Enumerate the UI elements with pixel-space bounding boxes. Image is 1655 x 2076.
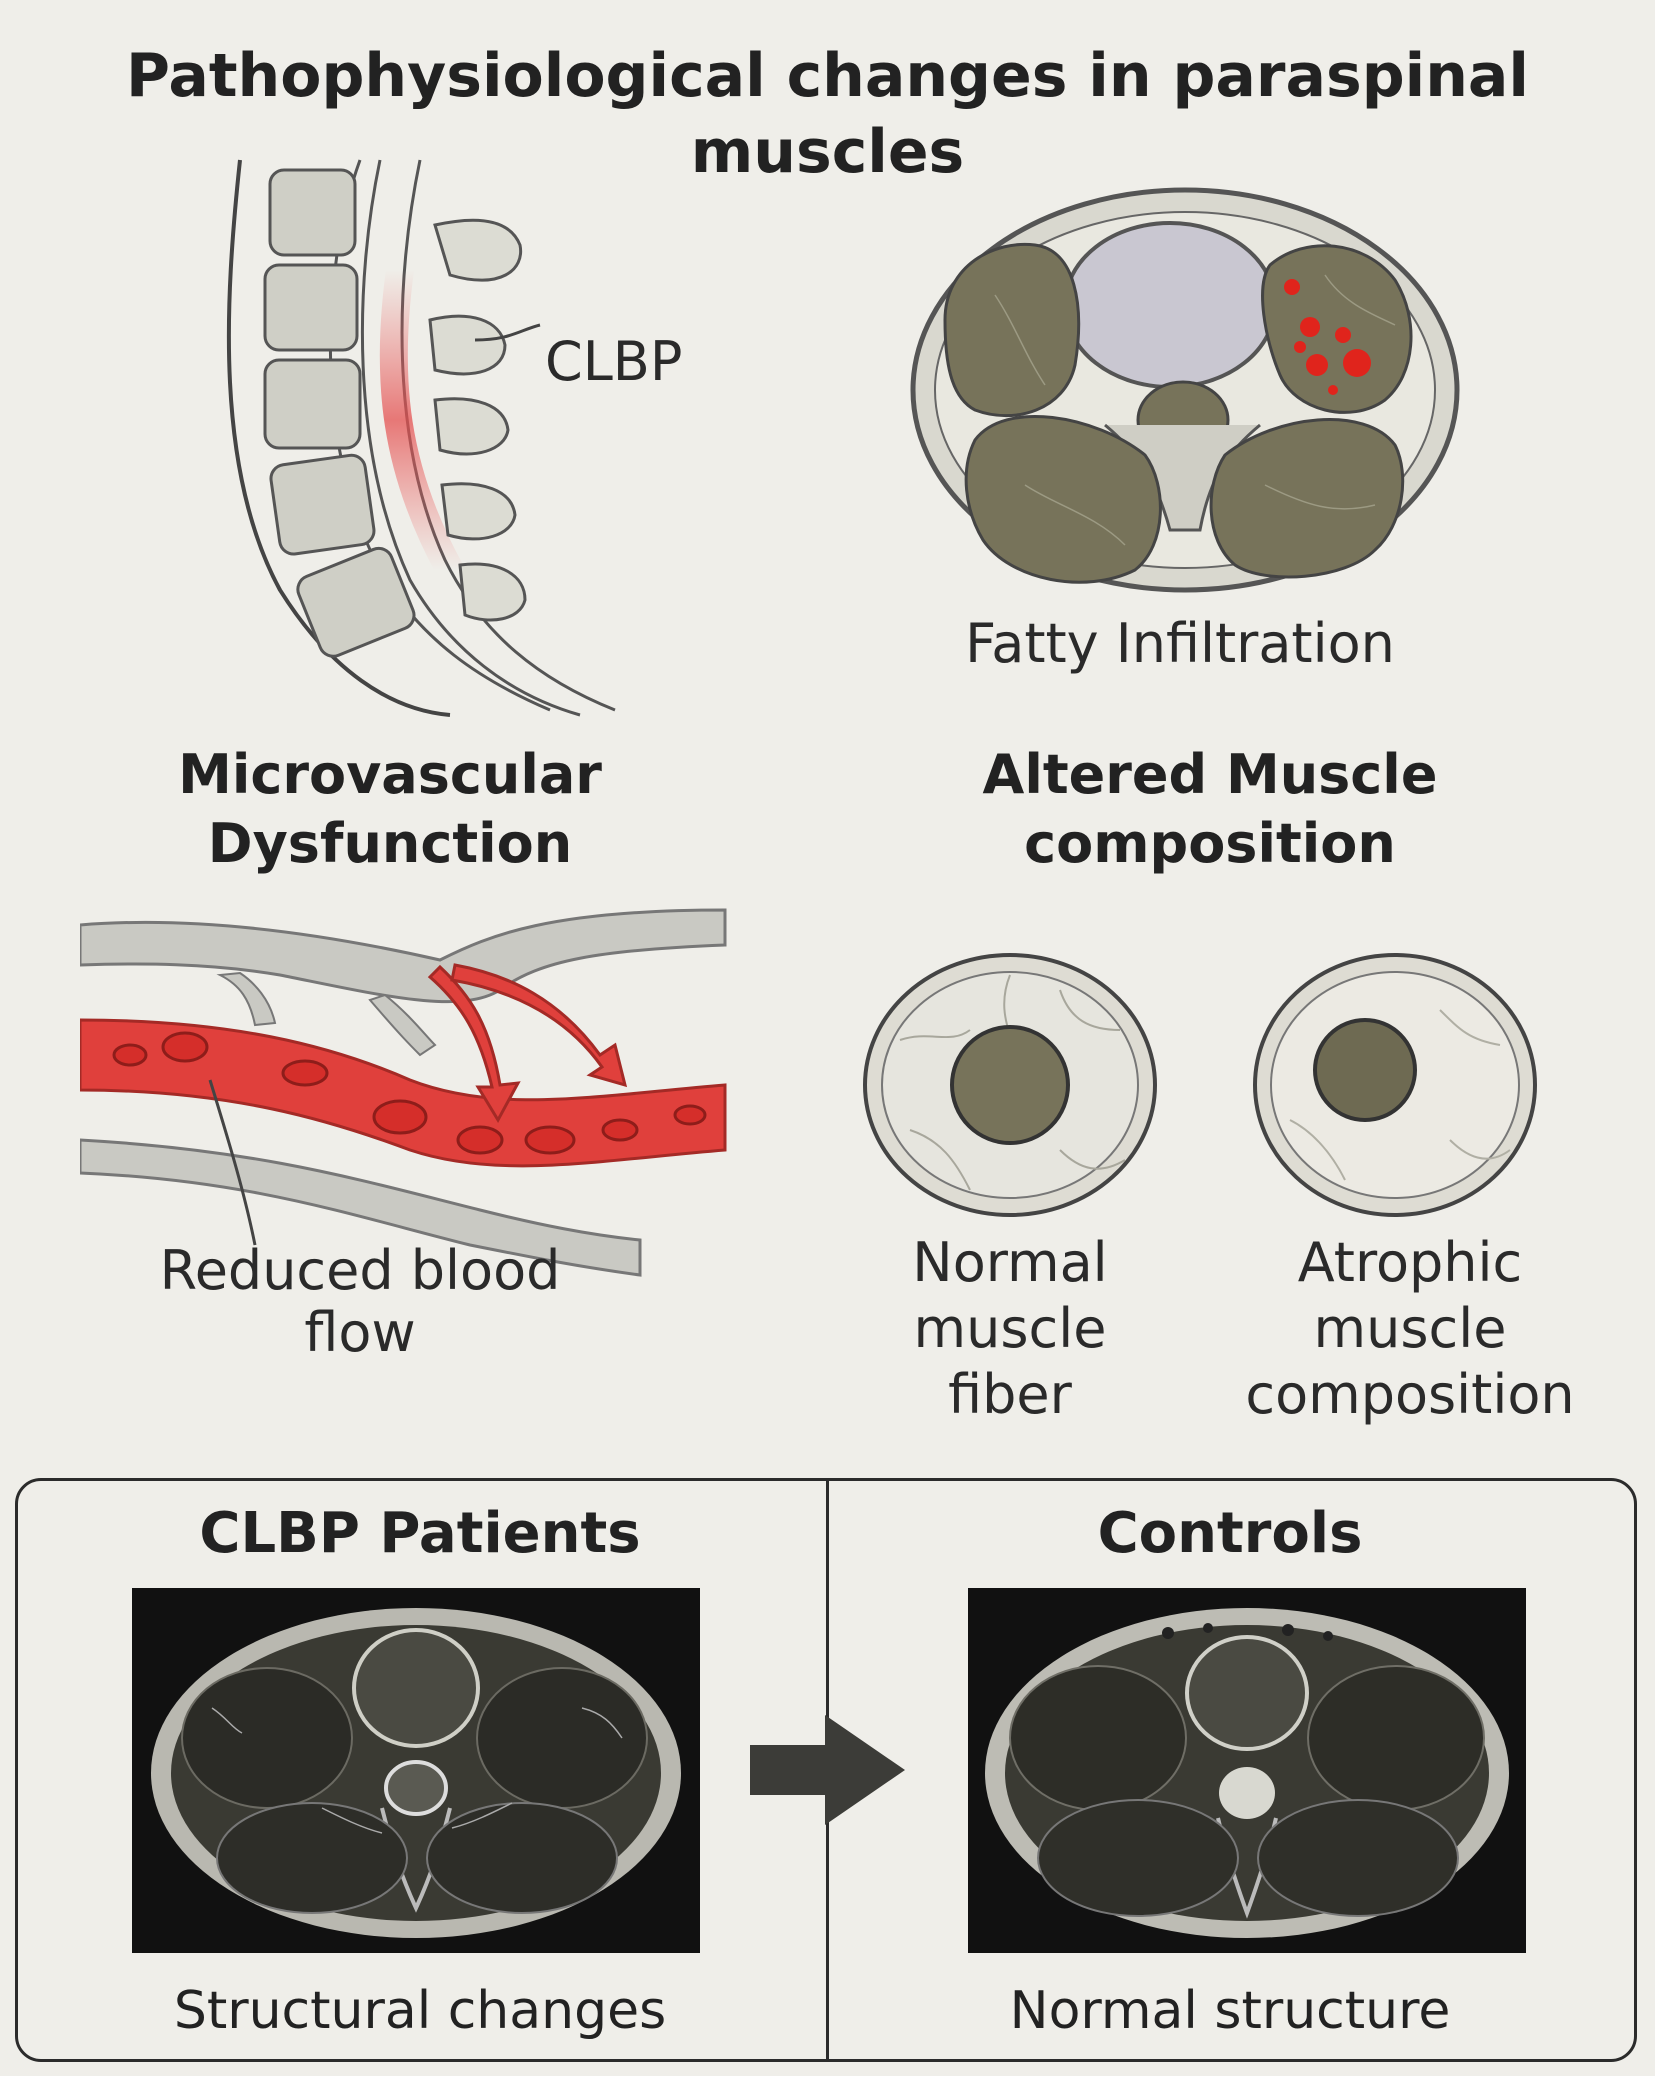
controls-caption: Normal structure xyxy=(1009,1981,1451,2041)
fat-deposits xyxy=(1284,279,1371,395)
patients-caption: Structural changes xyxy=(173,1981,667,2041)
microvascular-heading: Microvascular Dysfunction xyxy=(178,743,602,876)
atrophic-muscle-label: Atrophic muscle composition xyxy=(1245,1231,1575,1426)
comparison-arrow xyxy=(750,1715,905,1825)
blood-vessel-illustration xyxy=(80,908,727,1277)
page-title: Pathophysiological changes in paraspinal… xyxy=(126,41,1529,188)
reduced-blood-flow-label: Reduced blood flow xyxy=(159,1239,561,1365)
cross-section-illustration xyxy=(910,187,1460,593)
patients-heading: CLBP Patients xyxy=(199,1501,641,1566)
normal-muscle-fiber-illustration xyxy=(863,953,1157,1217)
patients-mri-scan xyxy=(132,1588,700,1953)
altered-composition-heading: Altered Muscle composition xyxy=(982,743,1438,876)
clbp-label: CLBP xyxy=(545,330,683,393)
controls-heading: Controls xyxy=(1097,1501,1363,1566)
fatty-infiltration-label: Fatty Infiltration xyxy=(965,612,1395,675)
atrophic-muscle-illustration xyxy=(1253,953,1537,1217)
controls-mri-scan xyxy=(968,1588,1526,1953)
spine-illustration xyxy=(226,159,616,717)
normal-muscle-fiber-label: Normal muscle fiber xyxy=(912,1231,1108,1426)
